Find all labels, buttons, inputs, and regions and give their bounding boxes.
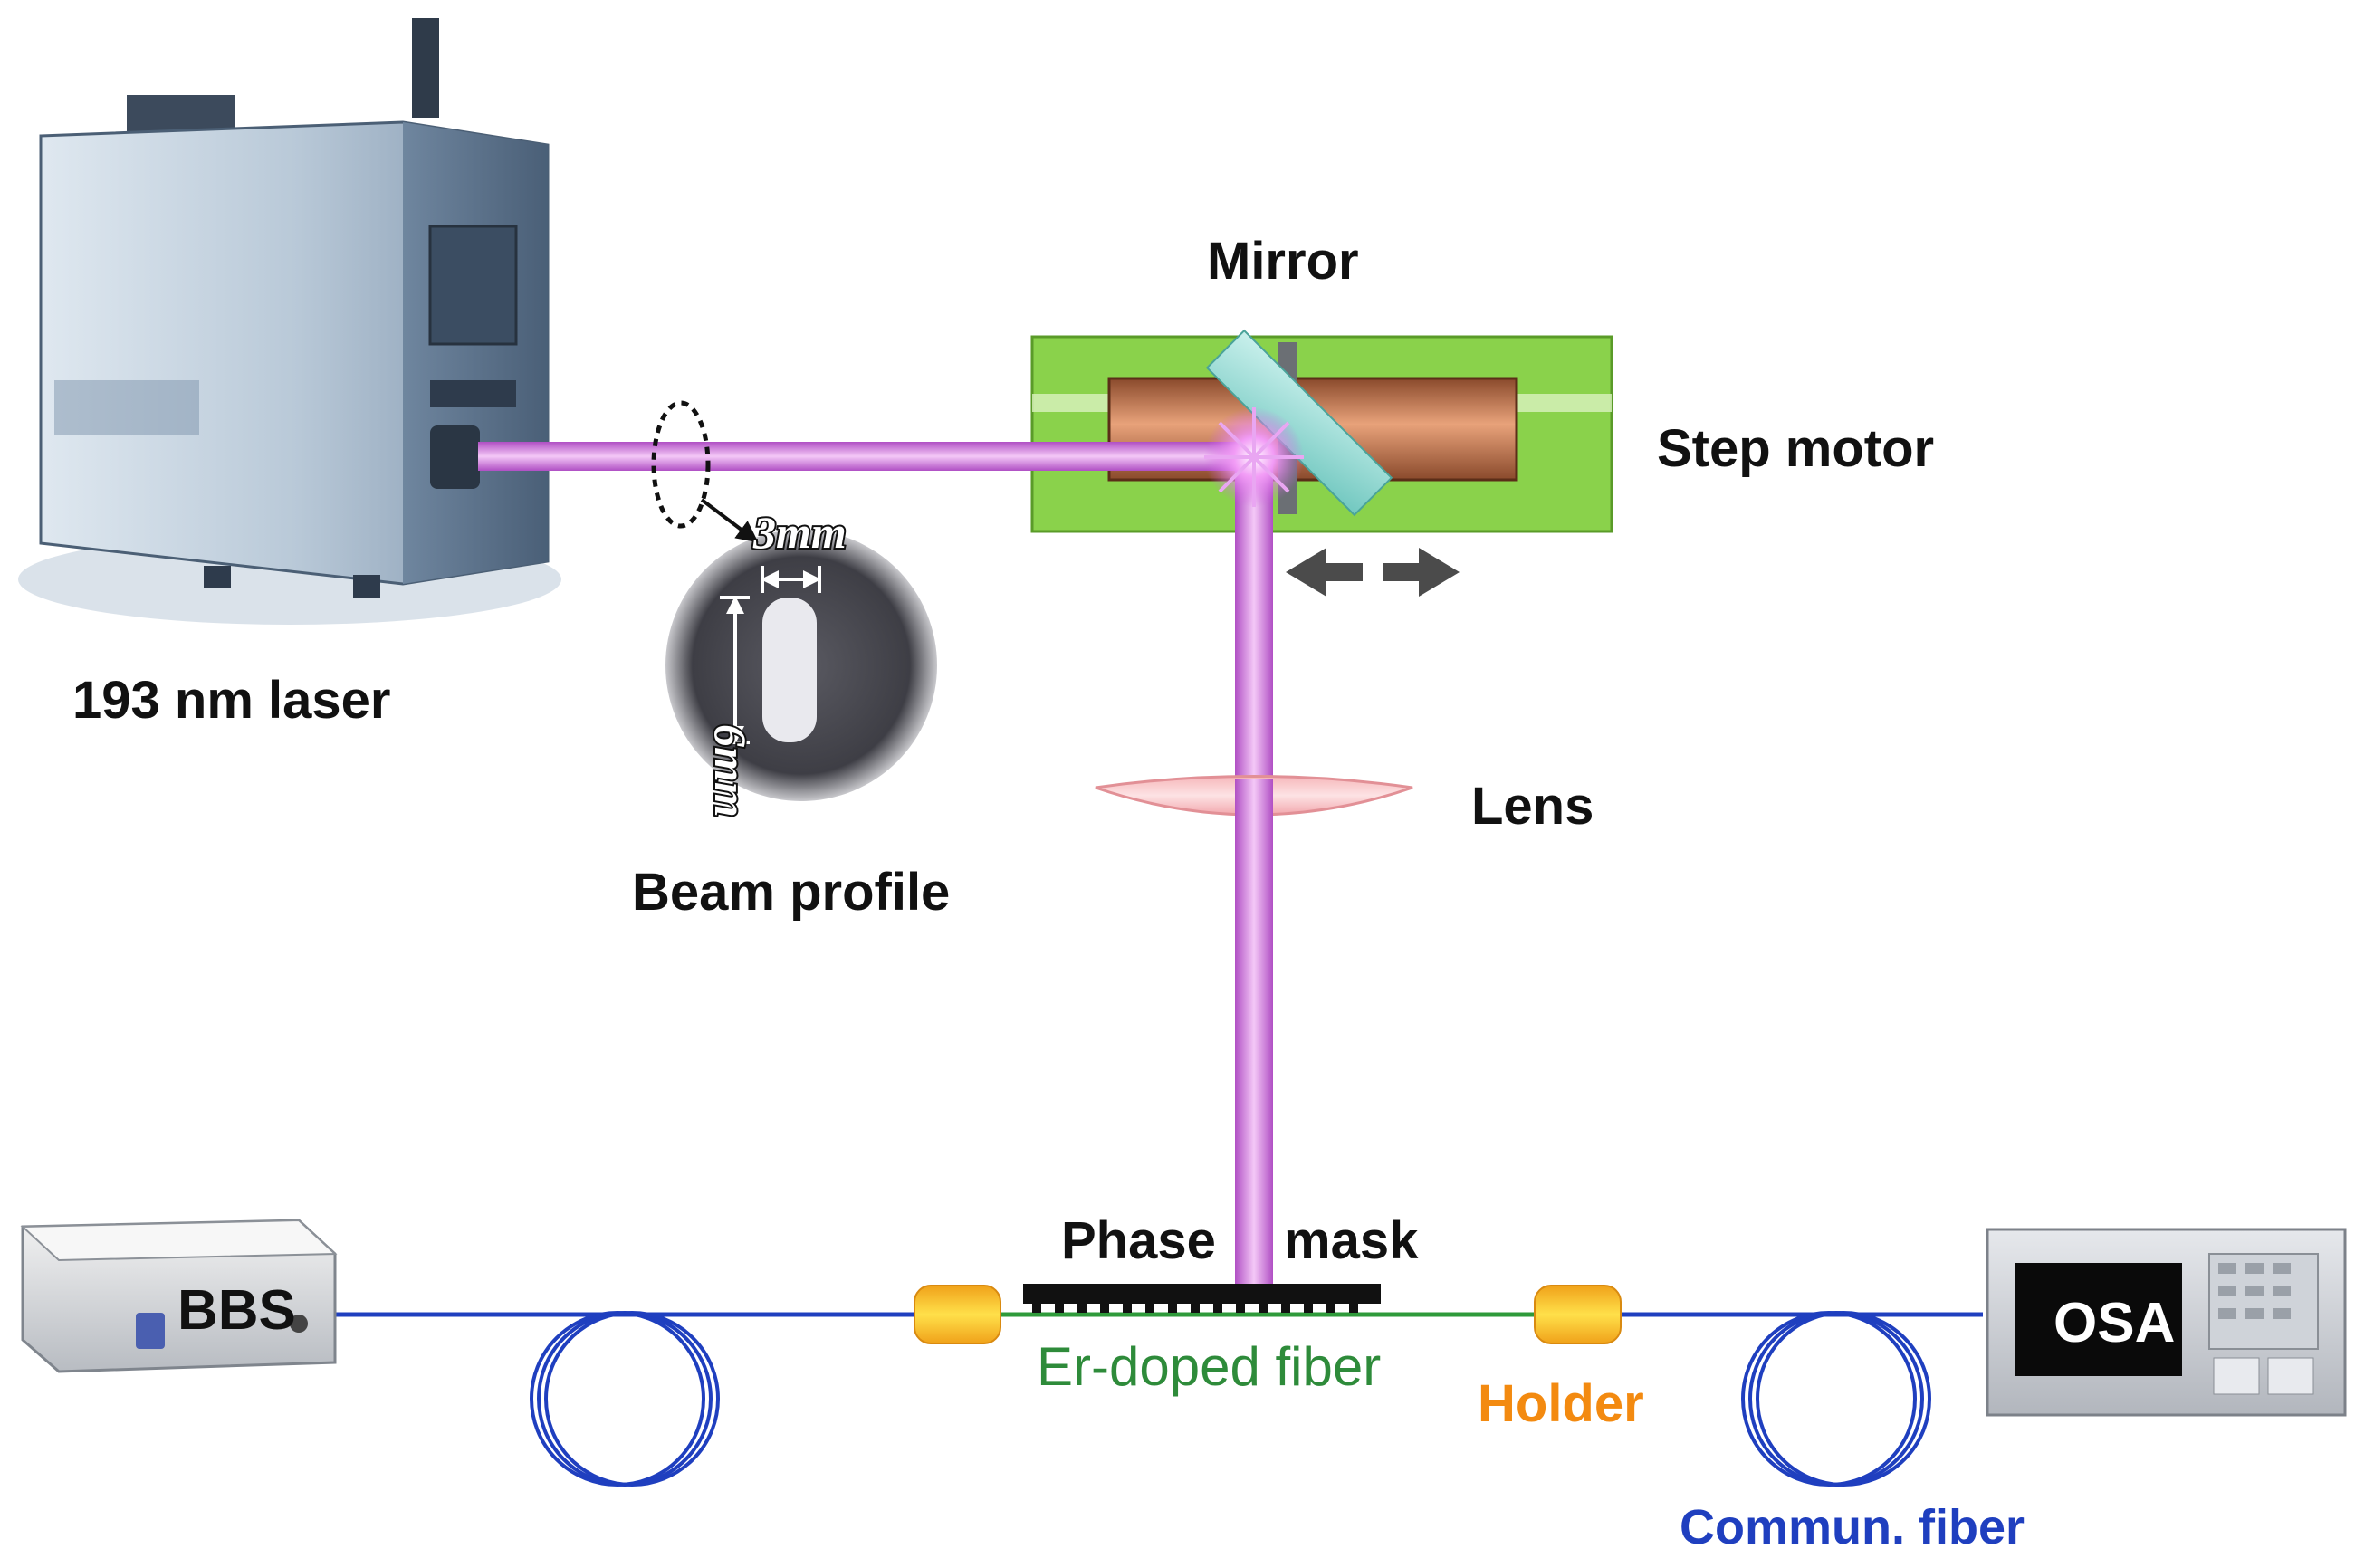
laser-beam-horizontal — [478, 442, 1257, 471]
bbs-light-source — [20, 1219, 338, 1373]
holder-label: Holder — [1478, 1374, 1644, 1433]
er-doped-fiber-label: Er-doped fiber — [1037, 1336, 1381, 1397]
fiber-holder-left — [914, 1285, 1001, 1344]
communication-fiber-left — [326, 1311, 919, 1487]
beam-width-label: 3mm — [752, 507, 847, 558]
beam-cross-section-marker — [651, 400, 711, 529]
excimer-laser-device — [18, 18, 561, 625]
phase-mask-label-2: mask — [1284, 1211, 1419, 1270]
bbs-label: BBS — [177, 1279, 296, 1342]
beam-profile-label: Beam profile — [632, 863, 950, 922]
mirror-label: Mirror — [1207, 232, 1359, 291]
osa-instrument — [1986, 1228, 2347, 1417]
commun-fiber-label: Commun. fiber — [1680, 1500, 2025, 1554]
step-motor-label: Step motor — [1657, 419, 1934, 478]
motion-arrows — [1286, 548, 1460, 597]
reflection-flash — [1204, 407, 1304, 507]
laser-label: 193 nm laser — [72, 671, 390, 730]
phase-mask — [1023, 1284, 1381, 1313]
laser-beam-vertical — [1235, 457, 1273, 1290]
fiber-holder-right — [1534, 1285, 1622, 1344]
phase-mask-label-1: Phase — [1061, 1211, 1216, 1270]
lens — [1095, 775, 1413, 819]
beam-profile-inset — [651, 400, 937, 801]
beam-height-label: 6mm — [705, 724, 756, 817]
osa-label: OSA — [2053, 1292, 2175, 1354]
communication-fiber-right — [1616, 1311, 1983, 1487]
lens-label: Lens — [1471, 777, 1594, 836]
